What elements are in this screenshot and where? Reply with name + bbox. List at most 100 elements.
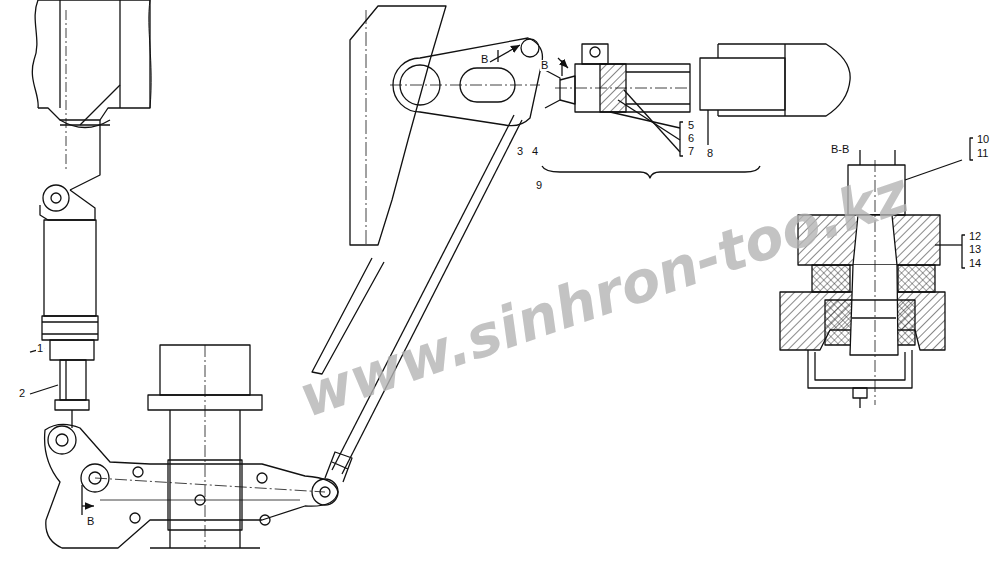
drawing-line bbox=[95, 478, 325, 492]
drawing-line bbox=[390, 85, 540, 86]
drawing-line bbox=[618, 100, 680, 140]
drawing-line bbox=[332, 462, 348, 469]
bracket-plate bbox=[312, 6, 446, 374]
drawing-line bbox=[30, 0, 973, 548]
drawing-line bbox=[50, 340, 94, 360]
drawing-line bbox=[81, 485, 82, 515]
drawing-line bbox=[42, 316, 98, 340]
drawing-line bbox=[560, 76, 575, 104]
drawing-line bbox=[815, 352, 905, 380]
callout-number: 2 bbox=[18, 388, 26, 399]
drawing-line bbox=[66, 10, 67, 170]
callout-number: 7 bbox=[687, 146, 695, 157]
section-mark: В bbox=[86, 516, 95, 527]
drawing-line bbox=[850, 265, 898, 355]
drawing-line bbox=[555, 88, 690, 89]
drawing-line bbox=[100, 500, 300, 501]
end-fitting bbox=[700, 44, 850, 145]
drawing-line bbox=[42, 321, 98, 322]
drawing-line bbox=[119, 0, 120, 108]
drawing-line bbox=[366, 10, 367, 245]
drawing-line bbox=[56, 434, 68, 446]
drawing-line bbox=[626, 71, 690, 72]
drawing-line bbox=[149, 0, 151, 108]
drawing-line bbox=[700, 58, 785, 110]
drawing-line bbox=[40, 190, 95, 220]
rod bbox=[325, 115, 522, 482]
callout-number: 12 bbox=[968, 231, 982, 242]
damper-cylinder bbox=[30, 185, 98, 428]
drawing-line bbox=[558, 58, 568, 68]
drawing-line bbox=[575, 64, 690, 112]
drawing-line bbox=[393, 38, 542, 126]
drawing-line bbox=[852, 317, 896, 318]
drawing-line bbox=[59, 0, 60, 108]
drawing-line bbox=[60, 120, 110, 128]
link-assembly bbox=[542, 44, 760, 178]
drawing-line bbox=[707, 110, 708, 145]
drawing-line bbox=[812, 265, 850, 292]
drawing-line bbox=[970, 138, 973, 160]
drawing-line bbox=[65, 360, 66, 400]
callout-number: 6 bbox=[687, 133, 695, 144]
drawing-line bbox=[70, 120, 100, 190]
drawing-line bbox=[962, 235, 965, 268]
drawing-line bbox=[497, 50, 498, 62]
drawing-line bbox=[45, 424, 338, 548]
drawing-line bbox=[257, 473, 267, 483]
view-arrow bbox=[82, 485, 94, 515]
drawing-line bbox=[332, 115, 514, 470]
drawing-line bbox=[133, 467, 143, 477]
drawing-line bbox=[624, 90, 680, 152]
drawing-line bbox=[680, 122, 683, 156]
callout-number: 5 bbox=[687, 120, 695, 131]
bell-crank bbox=[45, 424, 338, 548]
drawing-line bbox=[44, 220, 96, 316]
callout-number: 10 bbox=[976, 134, 990, 145]
drawing-line bbox=[60, 360, 86, 400]
drawing-line bbox=[260, 515, 270, 525]
drawing-line bbox=[582, 44, 608, 64]
drawing-line bbox=[325, 452, 352, 482]
drawing-line bbox=[859, 398, 860, 408]
drawing-line bbox=[894, 150, 895, 165]
drawing-line bbox=[859, 150, 860, 165]
drawing-line bbox=[80, 85, 120, 125]
callout-number: 1 bbox=[36, 343, 44, 354]
callout-number: 4 bbox=[531, 146, 539, 157]
drawing-line bbox=[561, 60, 562, 76]
drawing-line bbox=[42, 333, 98, 334]
drawing-line bbox=[30, 385, 58, 394]
drawing-line bbox=[32, 0, 38, 108]
drawing-line bbox=[853, 388, 867, 398]
drawing-line bbox=[545, 70, 560, 108]
drawing-line bbox=[38, 0, 150, 120]
drawing-line bbox=[205, 345, 206, 548]
section-mark: В bbox=[540, 60, 549, 71]
drawing-line bbox=[521, 39, 539, 57]
drawing-line bbox=[808, 350, 912, 388]
drawing-line bbox=[905, 160, 962, 180]
drawing-line bbox=[48, 426, 76, 454]
callout-number: 13 bbox=[968, 244, 982, 255]
axle-box bbox=[148, 345, 262, 548]
drawing-line bbox=[490, 45, 520, 62]
drawing-line bbox=[55, 400, 89, 410]
drawing-line bbox=[342, 120, 522, 474]
callout-number: 14 bbox=[968, 258, 982, 269]
drawing-line bbox=[590, 47, 600, 57]
drawing-line bbox=[82, 505, 94, 506]
drawing-line bbox=[51, 193, 61, 203]
drawing-line bbox=[130, 513, 140, 523]
drawing-line bbox=[784, 44, 785, 116]
housing bbox=[32, 0, 151, 190]
callout-number: 11 bbox=[976, 148, 989, 159]
drawing-line bbox=[717, 44, 718, 58]
drawing-line bbox=[610, 112, 680, 128]
callout-number: 3 bbox=[516, 146, 524, 157]
callout-number: 9 bbox=[535, 180, 543, 191]
callout-number: 8 bbox=[706, 148, 714, 159]
lever bbox=[390, 38, 542, 126]
